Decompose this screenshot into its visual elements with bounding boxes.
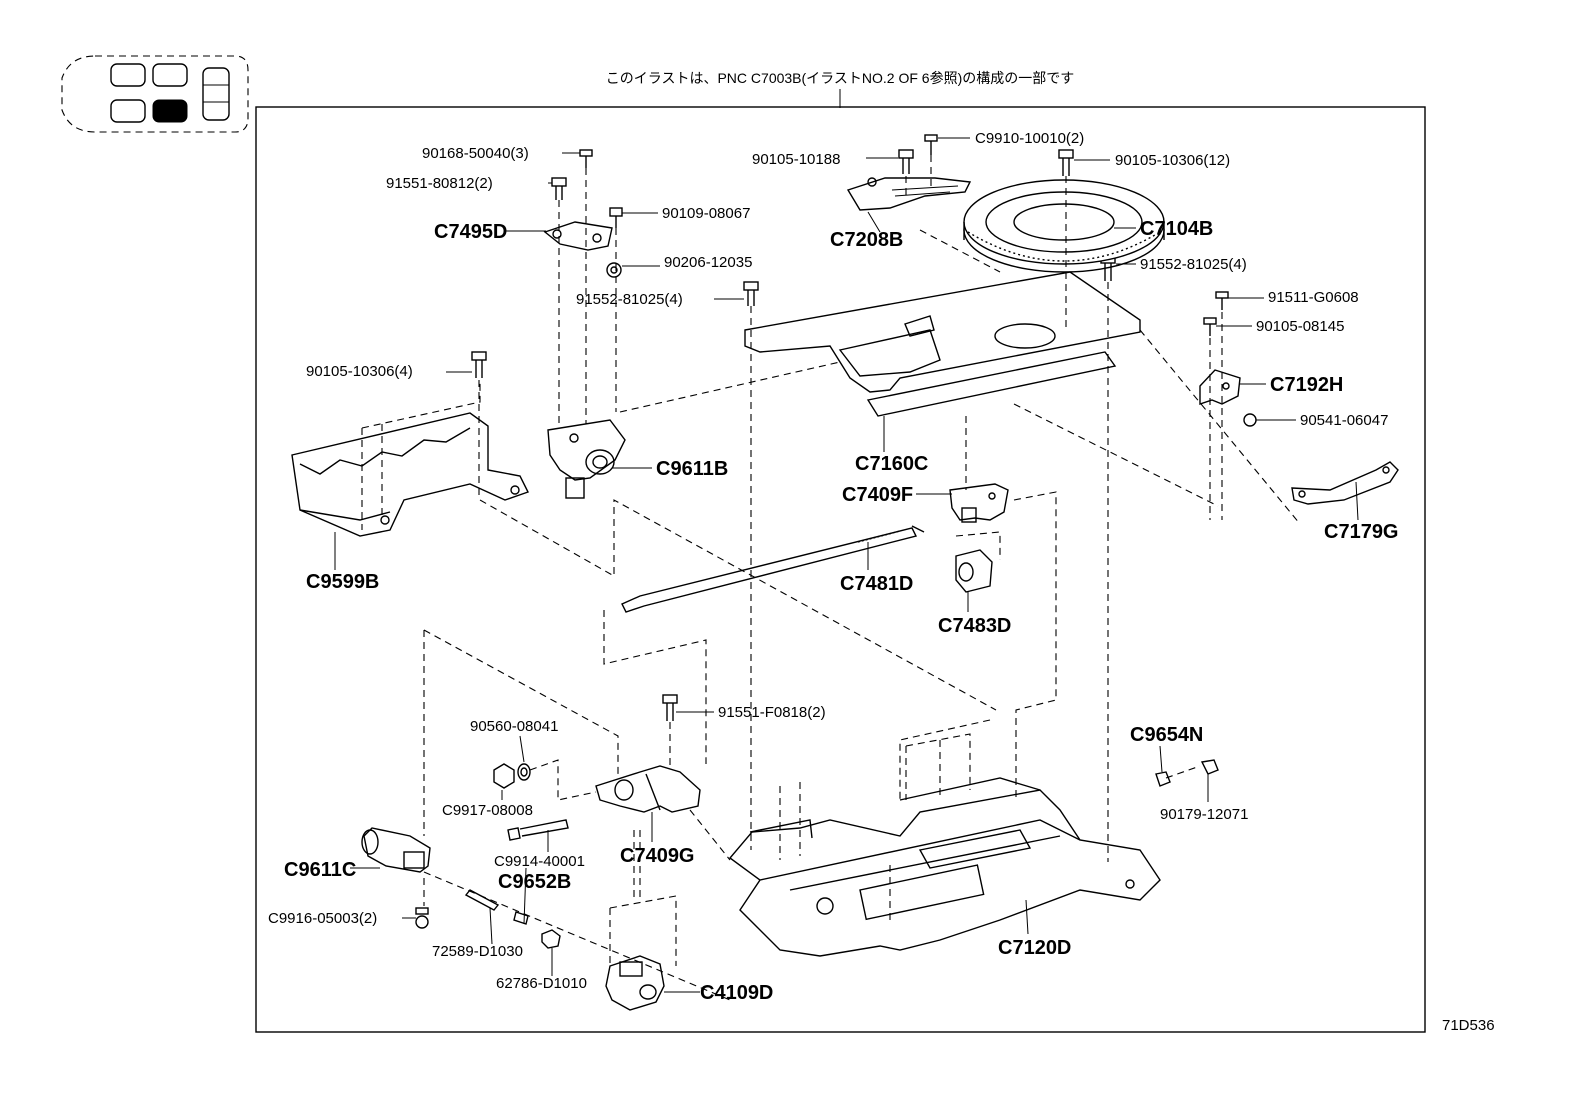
label-c9599b[interactable]: C9599B xyxy=(306,571,379,593)
lower-base-c7120d-drawing xyxy=(728,777,1161,957)
label-91552-81025-left[interactable]: 91552-81025(4) xyxy=(576,291,683,308)
label-c7409g[interactable]: C7409G xyxy=(620,845,695,867)
label-c7495d[interactable]: C7495D xyxy=(434,221,507,243)
caption-text: このイラストは、PNC C7003B(イラストNO.2 OF 6参照)の構成の一… xyxy=(606,70,1075,86)
nut-washer-drawing xyxy=(493,763,531,789)
figure-id: 71D536 xyxy=(1442,1017,1495,1034)
label-c7120d[interactable]: C7120D xyxy=(998,937,1071,959)
bolt-c9914-drawing xyxy=(507,819,569,841)
label-c7481d[interactable]: C7481D xyxy=(840,573,913,595)
label-c9654n[interactable]: C9654N xyxy=(1130,724,1203,746)
label-90168-50040[interactable]: 90168-50040(3) xyxy=(422,145,529,162)
label-90560-08041[interactable]: 90560-08041 xyxy=(470,718,558,735)
upper-plate-c7160c-drawing xyxy=(744,271,1141,417)
label-c7208b[interactable]: C7208B xyxy=(830,229,903,251)
label-c9916-05003[interactable]: C9916-05003(2) xyxy=(268,910,377,927)
label-90179-12071[interactable]: 90179-12071 xyxy=(1160,806,1248,823)
label-c7409f[interactable]: C7409F xyxy=(842,484,913,506)
assembly-dashed-lines xyxy=(361,155,1301,1001)
label-c7483d[interactable]: C7483D xyxy=(938,615,1011,637)
bracket-c7409g-drawing xyxy=(595,765,701,813)
lever-c7208b-drawing xyxy=(846,177,972,211)
strap-c7179g-drawing xyxy=(1291,461,1399,505)
motor-c9611c-drawing xyxy=(361,827,431,873)
label-90541-06047[interactable]: 90541-06047 xyxy=(1300,412,1388,429)
gear-c7104b-drawing xyxy=(963,179,1165,273)
label-c9611b[interactable]: C9611B xyxy=(656,458,728,480)
label-c4109d[interactable]: C4109D xyxy=(700,982,773,1004)
label-91552-81025-right[interactable]: 91552-81025(4) xyxy=(1140,256,1247,273)
label-62786-d1010[interactable]: 62786-D1010 xyxy=(496,975,587,992)
label-91511-g0608[interactable]: 91511-G0608 xyxy=(1268,289,1359,306)
label-91551-f0818[interactable]: 91551-F0818(2) xyxy=(718,704,826,721)
part-labels: 90168-50040(3) 91551-80812(2) C7495D 901… xyxy=(268,130,1399,1004)
label-91551-80812[interactable]: 91551-80812(2) xyxy=(386,175,493,192)
label-c9914-40001[interactable]: C9914-40001 xyxy=(494,853,585,870)
bracket-c7192h-drawing xyxy=(1199,369,1241,405)
label-90105-08145[interactable]: 90105-08145 xyxy=(1256,318,1344,335)
bracket-c7409f-drawing xyxy=(949,483,1009,523)
bracket-c7495d-drawing xyxy=(543,221,622,278)
label-c9611c[interactable]: C9611C xyxy=(284,859,356,881)
seat-locator-icon xyxy=(61,55,249,133)
screw-shaft-c7481d-drawing xyxy=(621,525,925,613)
block-c7483d-drawing xyxy=(955,549,993,593)
label-c9910-10010[interactable]: C9910-10010(2) xyxy=(975,130,1084,147)
connector-c4109d-drawing xyxy=(605,955,665,1011)
label-90105-10188[interactable]: 90105-10188 xyxy=(752,151,840,168)
frame-c9599b-drawing xyxy=(291,412,529,537)
label-72589-d1030[interactable]: 72589-D1030 xyxy=(432,943,523,960)
diagram-frame xyxy=(255,106,1426,1033)
label-c7104b[interactable]: C7104B xyxy=(1140,218,1213,240)
label-90206-12035[interactable]: 90206-12035 xyxy=(664,254,752,271)
label-c7160c[interactable]: C7160C xyxy=(855,453,928,475)
bolt-icons xyxy=(415,134,1257,929)
leader-lines xyxy=(334,137,1359,993)
label-90105-10306-4[interactable]: 90105-10306(4) xyxy=(306,363,413,380)
motor-c9611b-drawing xyxy=(547,419,626,499)
label-c9652b[interactable]: C9652B xyxy=(498,871,571,893)
label-c7179g[interactable]: C7179G xyxy=(1324,521,1399,543)
pin-drawings xyxy=(464,759,1219,949)
label-90105-10306-12[interactable]: 90105-10306(12) xyxy=(1115,152,1230,169)
label-c7192h[interactable]: C7192H xyxy=(1270,374,1343,396)
label-c9917-08008[interactable]: C9917-08008 xyxy=(442,802,533,819)
label-90109-08067[interactable]: 90109-08067 xyxy=(662,205,750,222)
